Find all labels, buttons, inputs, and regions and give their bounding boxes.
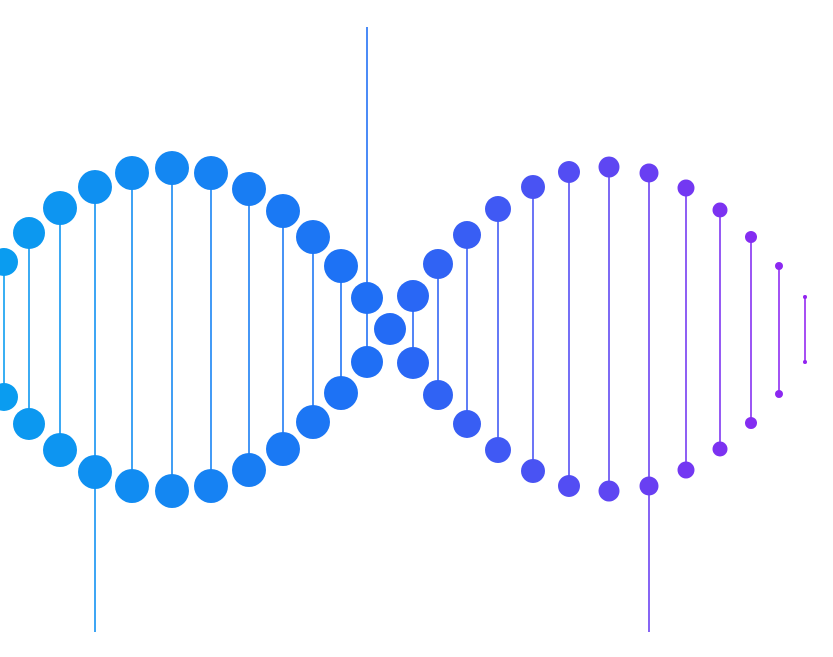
strand-node bbox=[43, 191, 77, 225]
strand-node bbox=[296, 220, 330, 254]
strand-node bbox=[0, 248, 18, 276]
strand-node bbox=[115, 469, 149, 503]
strand-node bbox=[712, 202, 728, 218]
strand-node bbox=[639, 163, 659, 183]
strand-node bbox=[13, 408, 45, 440]
strand-node bbox=[453, 221, 481, 249]
crossing-node bbox=[374, 313, 406, 345]
strand-node bbox=[115, 156, 149, 190]
strand-node bbox=[423, 249, 453, 279]
strand-node bbox=[521, 175, 545, 199]
strand-node bbox=[351, 282, 383, 314]
strand-node bbox=[397, 280, 429, 312]
strand-node bbox=[598, 156, 620, 178]
strand-node bbox=[78, 170, 112, 204]
strand-node bbox=[78, 455, 112, 489]
strand-node bbox=[639, 476, 659, 496]
strand-node bbox=[43, 433, 77, 467]
strand-node bbox=[775, 390, 783, 398]
strand-node bbox=[485, 196, 511, 222]
strand-node bbox=[194, 156, 228, 190]
strand-node bbox=[453, 410, 481, 438]
strand-node bbox=[397, 347, 429, 379]
strand-node bbox=[296, 405, 330, 439]
strand-node bbox=[558, 161, 580, 183]
strand-node bbox=[232, 453, 266, 487]
strand-node bbox=[13, 217, 45, 249]
strand-node bbox=[324, 376, 358, 410]
strand-node bbox=[155, 474, 189, 508]
strand-node bbox=[745, 231, 757, 243]
strand-node bbox=[775, 262, 783, 270]
strand-node bbox=[485, 437, 511, 463]
strand-node bbox=[558, 475, 580, 497]
strand-node bbox=[324, 249, 358, 283]
strand-node bbox=[155, 151, 189, 185]
strand-node bbox=[266, 432, 300, 466]
strand-node bbox=[351, 346, 383, 378]
strand-node bbox=[423, 380, 453, 410]
strand-node bbox=[712, 441, 728, 457]
base-pair-rungs bbox=[3, 167, 806, 491]
strand-node bbox=[194, 469, 228, 503]
strand-nodes bbox=[0, 151, 807, 508]
long-vertical-lines bbox=[94, 27, 650, 632]
strand-node bbox=[232, 172, 266, 206]
strand-node bbox=[598, 480, 620, 502]
strand-node bbox=[521, 459, 545, 483]
strand-node bbox=[745, 417, 757, 429]
strand-node bbox=[677, 461, 695, 479]
strand-node bbox=[677, 179, 695, 197]
strand-node bbox=[0, 383, 18, 411]
strand-node bbox=[803, 295, 807, 299]
strand-node bbox=[266, 194, 300, 228]
strand-node bbox=[803, 360, 807, 364]
